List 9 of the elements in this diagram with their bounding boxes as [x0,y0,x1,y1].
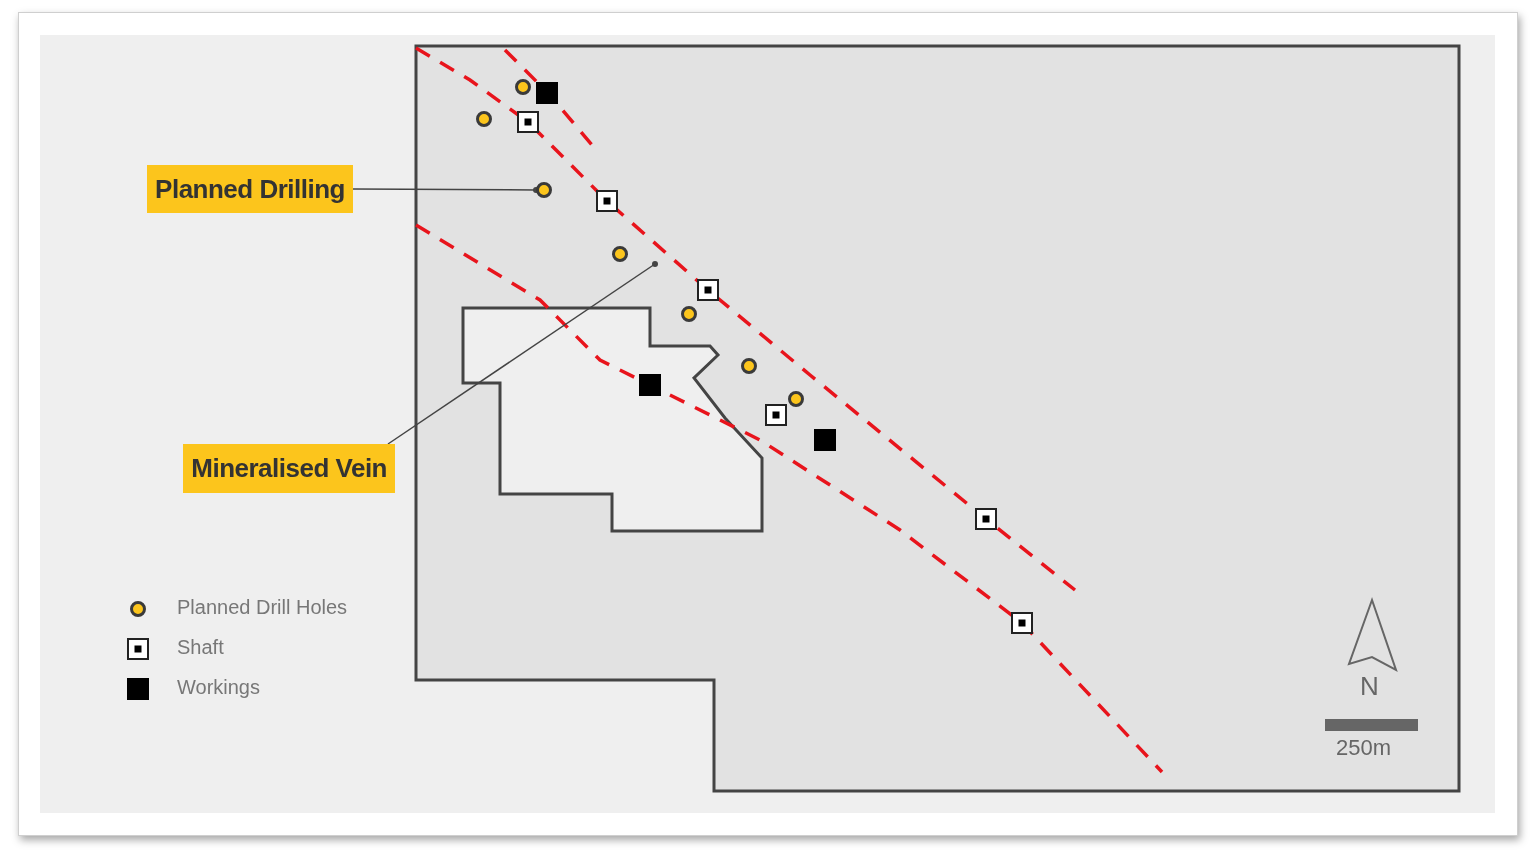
callout-label: Planned Drilling [147,165,353,213]
scale-label: 250m [1336,737,1392,759]
callout-label: Mineralised Vein [183,444,395,493]
legend-text: Shaft [177,637,224,657]
north-label: N [1360,673,1379,699]
legend-text: Workings [177,677,260,697]
leader-line [387,261,658,445]
leader-line [352,187,539,193]
legend-text: Planned Drill Holes [177,597,348,617]
